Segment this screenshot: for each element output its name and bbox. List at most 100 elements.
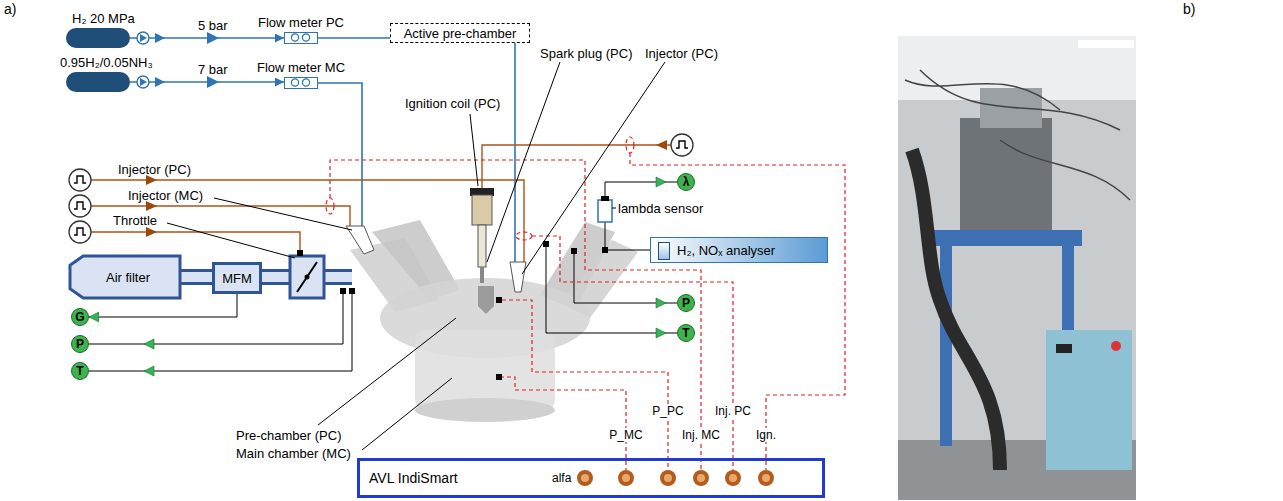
photo [898,36,1136,500]
sensor-arrow [144,366,154,376]
indicating-line [532,236,733,470]
flow-meter-ring [302,34,309,41]
node-text: λ [683,176,690,189]
leader-line [522,62,665,274]
sensor-plug [601,196,609,201]
pulse-generator [671,134,693,156]
pressure-regulator [207,76,219,88]
node-text: P [682,297,690,310]
duct [262,269,290,285]
node-text: H₂ 20 MPa [72,11,135,26]
flow-meter: Flow meter PC [284,32,318,44]
throttle-axis [305,275,310,280]
sensor-wire [89,292,352,371]
signal-arrows [146,140,667,237]
sensor-circle: P [71,335,89,353]
node-text: T [682,327,689,340]
node-text: P [76,338,84,351]
gas-tank: H₂ 20 MPa [66,28,130,48]
sensor-wire [89,292,343,344]
sensor-circle: T [677,324,695,342]
sensor-arrow [656,177,666,187]
flow-meter-symbol [285,78,317,88]
signal-arrow [656,140,667,150]
gas-line [318,83,362,226]
connection-point [297,250,303,256]
part-label: Spark plug (PC) [540,46,632,61]
signal-wire [91,180,524,262]
input-socket [660,470,676,486]
pressure-label: 7 bar [198,62,228,77]
duct [324,269,352,285]
leader-line [167,223,295,258]
indicating-line [500,377,626,470]
channel-label: P_PC [650,404,685,418]
ignition-coil [472,195,492,225]
input-socket-core [697,474,705,482]
gas-analyser: H₂, NOₓ analyser [650,237,828,263]
leader-lines [167,62,665,450]
input-socket [693,470,709,486]
input-socket [618,470,634,486]
photo-cabinet [1046,330,1132,470]
part-label: Ignition coil (PC) [405,96,500,111]
pulse-generator [69,169,91,191]
connector [318,38,390,39]
connection-point [496,374,502,380]
cylinder-base [415,398,555,422]
signal-wire [482,145,671,190]
current-clamp [516,232,532,240]
pre-chamber-box: Active pre-chamber [390,23,530,43]
sensor-circle: P [677,294,695,312]
throttle-body [290,256,324,298]
photo-frame [940,246,952,446]
node-text: G [75,311,84,324]
channel-label: Ign. [754,428,778,442]
leader-line [318,318,456,425]
leader-line [362,378,452,450]
lambda-sensor [598,200,612,222]
duct [262,272,291,282]
connector-line [318,37,390,39]
input-socket-core [762,474,770,482]
spark-plug [478,225,486,267]
pulse-sign [676,141,688,148]
pressure-label: 5 bar [198,18,228,33]
pump-symbol [140,34,147,42]
input-sockets [577,470,774,486]
photo-frame [930,230,1082,246]
sensor-circle: T [71,362,89,380]
sensor-arrow [656,328,666,338]
pump-symbol [140,78,147,86]
pulse-signs [74,141,688,235]
indicating-line [502,300,668,470]
pc-injector [510,262,526,292]
pulse-generator [69,221,91,243]
node-text: Air filter [106,270,150,285]
pulse-sign [74,202,86,209]
part-label: Pre-chamber (PC) [236,428,341,443]
panel-label: b) [1183,2,1195,17]
air-filter-shape [70,256,180,298]
air-filter: Air filter [70,256,180,298]
panel-label: a) [4,2,16,17]
current-clamp [326,198,334,214]
sensor-circle: G [71,308,89,326]
gas-tank: 0.95H₂/0.05NH₃ [66,72,130,92]
analyser-icon [658,242,670,260]
indicating-system: AVL IndiSmart [357,458,825,498]
node-text: Flow meter PC [258,15,344,30]
mc-injector [346,226,374,254]
indicating-line [630,153,845,470]
node-text: MFM [222,271,252,286]
input-socket [758,470,774,486]
pulse-sign [74,228,86,235]
air-duct [179,277,213,278]
part-label: Throttle [113,213,157,228]
connection-point [340,288,346,294]
pump-symbol [137,76,149,88]
